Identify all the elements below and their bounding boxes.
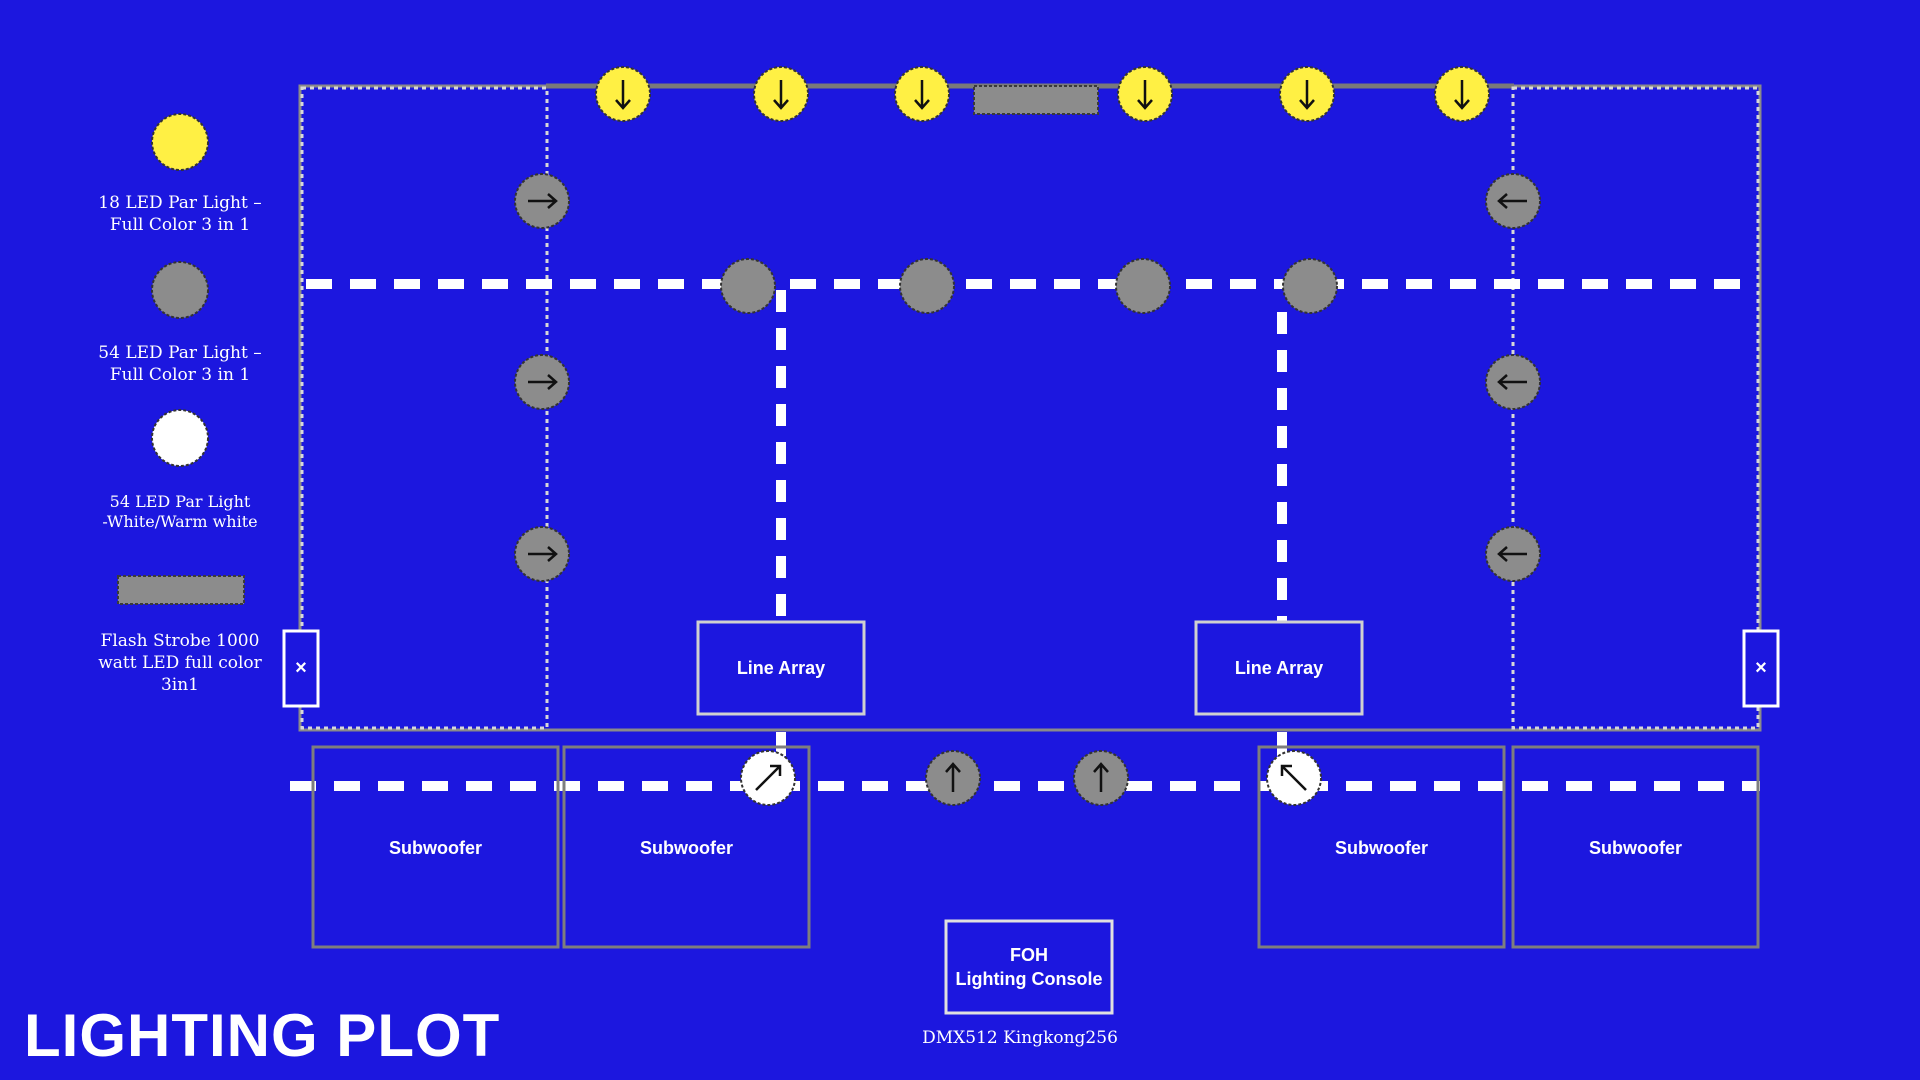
left-side-box	[282, 629, 320, 708]
legend-label-54-led-white: 54 LED Par Light -White/Warm white	[80, 492, 280, 532]
grey-fixture	[899, 258, 955, 314]
left-side-box-label: ×	[295, 657, 307, 679]
line-array-right-box	[1194, 620, 1364, 716]
left-wing-dotted-box	[300, 86, 549, 730]
line-array-right-label: Line Array	[1234, 657, 1324, 678]
legend-white-par-symbol	[151, 409, 209, 467]
legend-label-line: 3in1	[160, 675, 200, 695]
subwoofer-2-label: Subwoofer	[640, 837, 733, 858]
subwoofer-3-box	[1257, 745, 1506, 949]
right-wing-grey-fixtures	[1485, 173, 1541, 582]
legend-label-18-led-par: 18 LED Par Light – Full Color 3 in 1	[80, 192, 280, 236]
legend-strobe-symbol	[117, 575, 245, 605]
foh-label-line-2: Lighting Console	[955, 969, 1103, 989]
mid-truss-grey-fixtures	[720, 258, 1338, 314]
legend-label-line: Flash Strobe 1000	[100, 631, 260, 651]
top-yellow-fixtures	[595, 66, 1490, 122]
left-wing-grey-fixtures	[514, 173, 570, 582]
foh-label-line-1: FOH	[1010, 945, 1048, 965]
subwoofer-1-box	[311, 745, 560, 949]
subwoofer-1-label: Subwoofer	[389, 837, 482, 858]
legend-label-line: 54 LED Par Light	[109, 492, 251, 511]
arrow-left-icon	[1497, 193, 1527, 562]
arrow-up-left-icon	[1280, 764, 1307, 791]
line-array-left-box	[696, 620, 866, 716]
grey-fixture	[720, 258, 776, 314]
legend-label-line: Full Color 3 in 1	[109, 215, 251, 235]
legend-grey-par-symbol	[151, 261, 209, 319]
console-model-caption: DMX512 Kingkong256	[922, 1028, 1118, 1048]
subwoofer-4-label: Subwoofer	[1589, 837, 1682, 858]
legend-label-line: 18 LED Par Light –	[98, 193, 262, 213]
legend-label-line: watt LED full color	[98, 653, 262, 673]
subwoofer-2-box	[562, 745, 811, 949]
legend-label-flash-strobe: Flash Strobe 1000 watt LED full color 3i…	[80, 630, 280, 696]
arrow-up-right-icon	[755, 764, 782, 791]
legend-label-line: Full Color 3 in 1	[109, 365, 251, 385]
foh-console-label: FOH Lighting Console	[946, 921, 1112, 1013]
stage-outline	[298, 84, 1762, 732]
foh-console-box	[944, 919, 1114, 1015]
top-flash-strobe-fixture	[973, 85, 1099, 115]
right-side-box	[1742, 629, 1780, 708]
arrow-down-icon	[615, 80, 1470, 110]
subwoofer-3-label: Subwoofer	[1335, 837, 1428, 858]
subwoofer-4-box	[1511, 745, 1760, 949]
arrow-right-icon	[528, 193, 558, 562]
front-truss-fixtures	[740, 750, 1322, 806]
arrow-up-icon	[945, 762, 1109, 792]
legend-label-line: -White/Warm white	[102, 512, 258, 531]
grey-fixture	[1282, 258, 1338, 314]
legend-label-line: 54 LED Par Light –	[98, 343, 262, 363]
legend-label-54-led-par: 54 LED Par Light – Full Color 3 in 1	[80, 342, 280, 386]
right-wing-dotted-box	[1511, 86, 1760, 730]
line-array-left-label: Line Array	[736, 657, 826, 678]
page-title: LIGHTING PLOT	[24, 1002, 501, 1069]
legend-yellow-par-symbol	[151, 113, 209, 171]
right-side-box-label: ×	[1755, 657, 1767, 679]
grey-fixture	[1115, 258, 1171, 314]
